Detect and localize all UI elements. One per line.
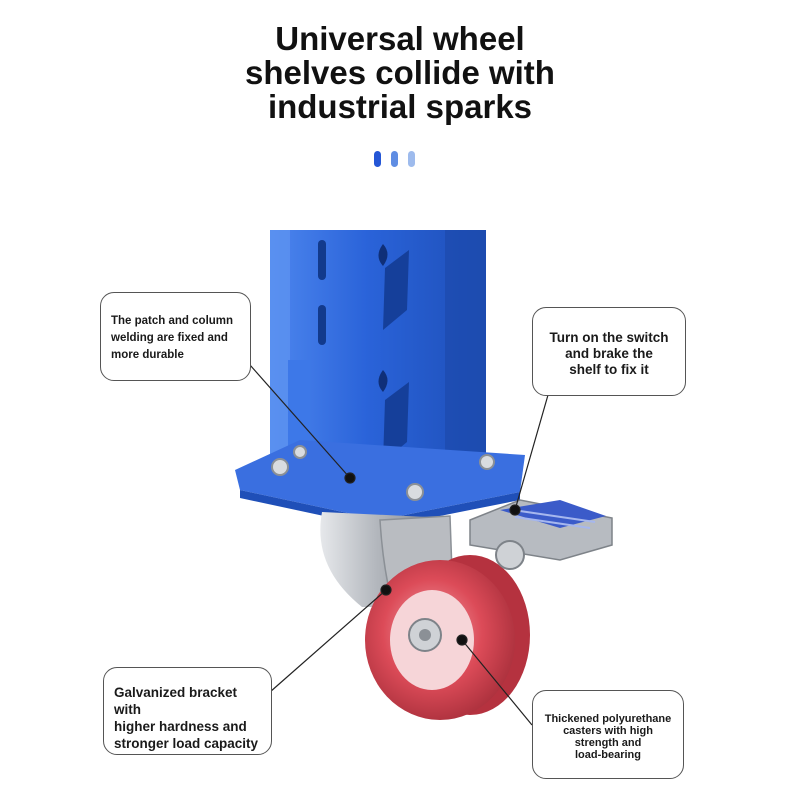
callout-line: welding are fixed and <box>111 332 228 344</box>
dot-light <box>408 151 415 167</box>
callout-line: strength and <box>574 737 642 749</box>
upright-column <box>270 230 486 470</box>
callout-line: more durable <box>111 349 184 361</box>
callout-line: higher hardness and <box>114 719 247 734</box>
callout-leaders <box>249 364 549 726</box>
callout-casters: Thickened polyurethane casters with high… <box>532 690 684 779</box>
callout-line: Turn on the switch <box>549 330 669 345</box>
callout-line: load-bearing <box>574 749 641 761</box>
callout-brake: Turn on the switch and brake the shelf t… <box>532 307 686 396</box>
dot-dark <box>374 151 381 167</box>
title-line: industrial sparks <box>267 88 533 125</box>
callout-bracket: Galvanized bracket with higher hardness … <box>103 667 272 755</box>
callout-line: Galvanized bracket with <box>114 685 238 717</box>
callout-line: Thickened polyurethane <box>544 713 672 725</box>
callout-line: stronger load capacity <box>114 736 259 751</box>
callout-welding: The patch and column welding are fixed a… <box>100 292 251 381</box>
title-line: shelves collide with <box>245 54 555 91</box>
callout-line: The patch and column <box>111 315 234 327</box>
callout-line: shelf to fix it <box>569 362 649 377</box>
polyurethane-wheel <box>365 555 530 720</box>
decorative-dots <box>372 151 432 169</box>
dot-medium <box>391 151 398 167</box>
brake-pedal <box>469 499 613 570</box>
callout-line: casters with high <box>563 725 653 737</box>
callout-line: and brake the <box>565 346 653 361</box>
title-line: Universal wheel <box>275 20 525 57</box>
page-title: Universal wheel shelves collide with ind… <box>0 22 800 124</box>
